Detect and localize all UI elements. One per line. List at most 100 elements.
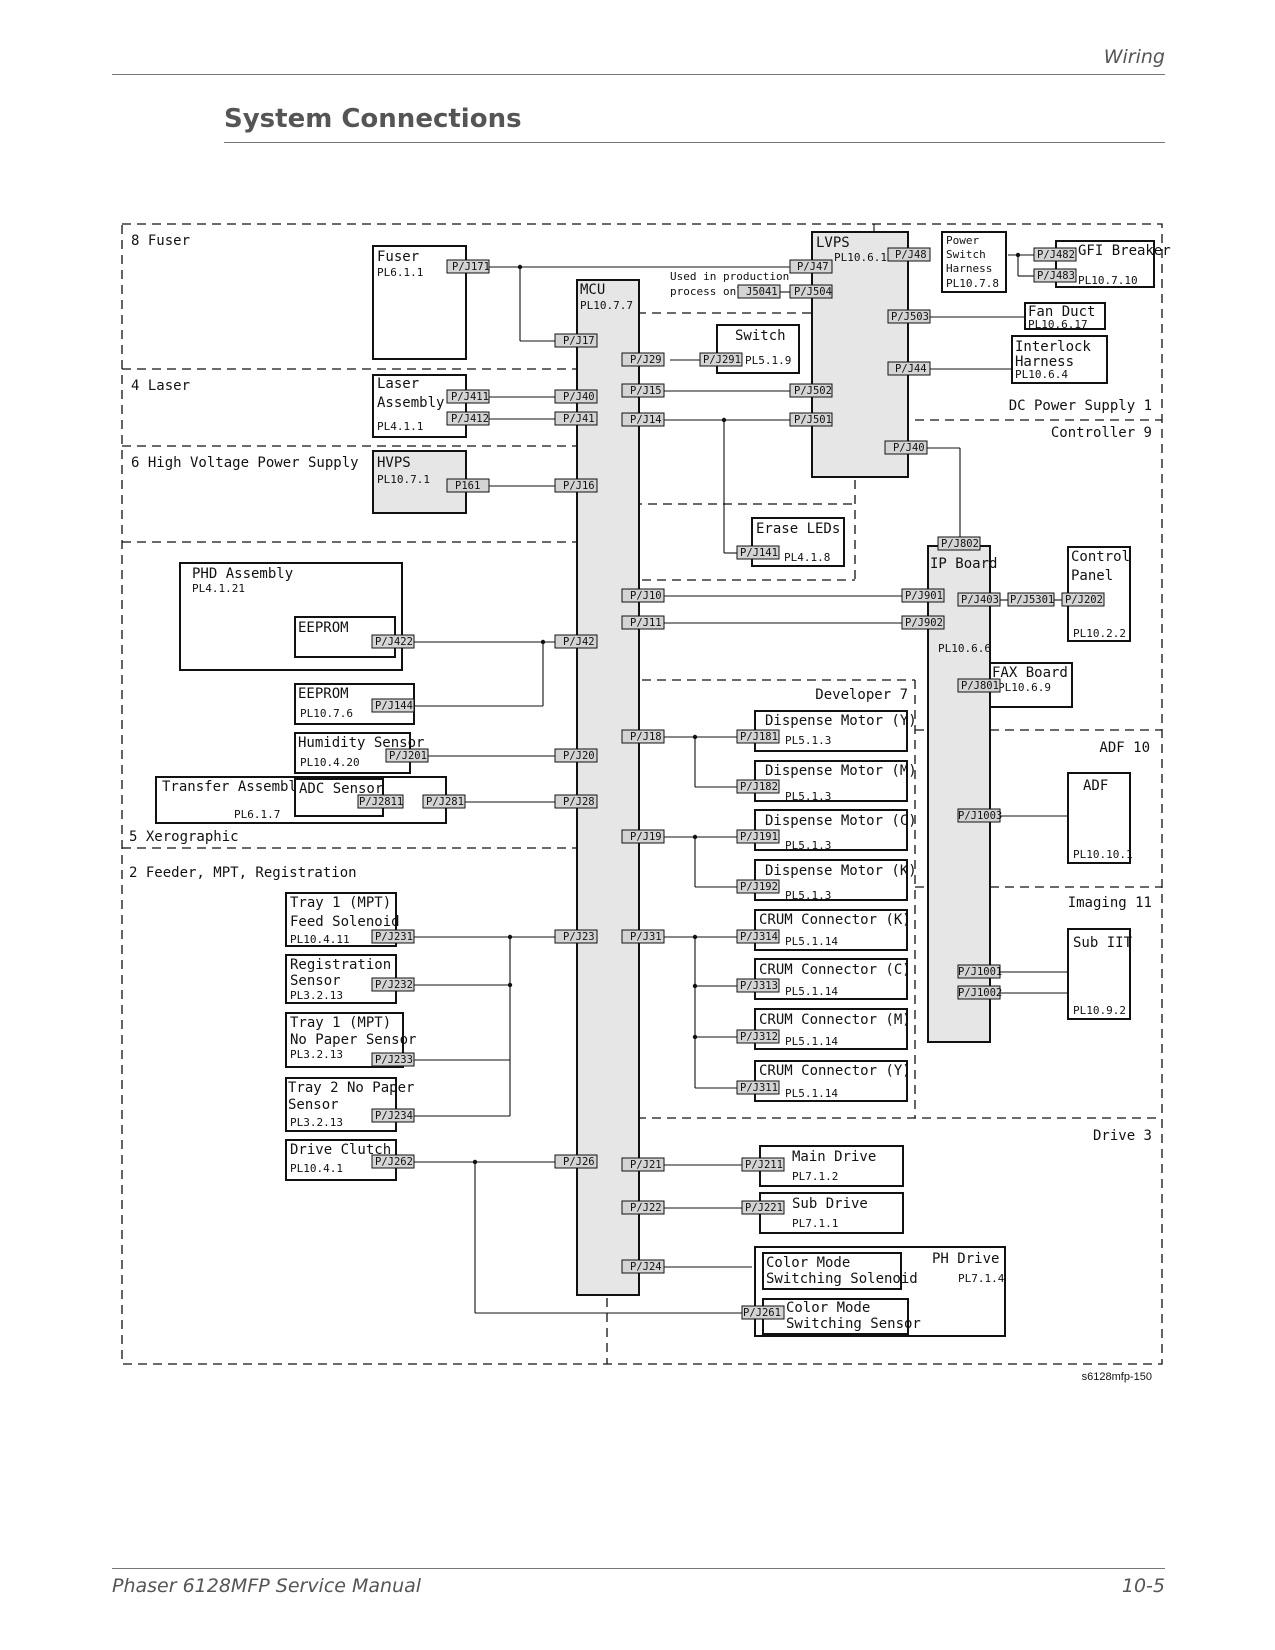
svg-text:P/J221: P/J221	[745, 1202, 783, 1214]
svg-text:P/J802: P/J802	[941, 538, 979, 550]
svg-text:P/J211: P/J211	[745, 1159, 783, 1171]
connector-pj422: P/J422	[371, 634, 415, 649]
interlock-name-2: Harness	[1015, 354, 1074, 370]
sub-iit-box: Sub IIT PL10.9.2	[1067, 928, 1133, 1020]
svg-text:P/J504: P/J504	[794, 286, 832, 298]
connector-pj313: P/J313	[736, 978, 780, 993]
svg-text:P/J262: P/J262	[375, 1156, 413, 1168]
laser-name-2: Assembly	[377, 395, 444, 411]
connector-pj19: P/J19	[621, 829, 665, 844]
connector-pj483: P/J483	[1033, 268, 1077, 283]
connector-pj47: P/J47	[789, 259, 833, 274]
svg-text:P/J42: P/J42	[563, 636, 595, 648]
fan-duct-box: Fan Duct PL10.6.17	[1024, 302, 1106, 331]
svg-text:P/J422: P/J422	[375, 636, 413, 648]
svg-text:P/J314: P/J314	[740, 931, 778, 943]
laser-pl: PL4.1.1	[377, 420, 423, 433]
region-label-developer: Developer 7	[815, 687, 908, 703]
connector-pj22: P/J22	[621, 1200, 665, 1215]
svg-text:P/J41: P/J41	[563, 413, 595, 425]
phd-pl: PL4.1.21	[192, 582, 245, 595]
dispense-motor-k-box: Dispense Motor (K) PL5.1.3	[754, 859, 917, 902]
fax-pl: PL10.6.9	[998, 681, 1051, 694]
crum-m-pl: PL5.1.14	[785, 1035, 838, 1048]
svg-text:P/J312: P/J312	[740, 1031, 778, 1043]
svg-text:P/J21: P/J21	[630, 1159, 662, 1171]
svg-text:P/J44: P/J44	[895, 363, 927, 375]
svg-text:P/J5301: P/J5301	[1010, 594, 1054, 606]
connector-pj40-mcu: P/J40	[554, 389, 598, 404]
cm-sensor-name-1: Color Mode	[786, 1300, 870, 1316]
connector-pj2811: P/J2811	[357, 794, 404, 809]
svg-text:P/J1001: P/J1001	[958, 966, 1002, 978]
svg-text:P/J17: P/J17	[563, 335, 595, 347]
svg-text:P/J291: P/J291	[703, 354, 741, 366]
crum-connector-m-box: CRUM Connector (M) PL5.1.14	[754, 1008, 911, 1050]
connector-pj40-lvps: P/J40	[884, 440, 928, 455]
region-label-controller: Controller 9	[1051, 425, 1152, 441]
connector-pj901: P/J901	[901, 588, 945, 603]
interlock-pl: PL10.6.4	[1015, 368, 1068, 381]
adf-box: ADF PL10.10.1	[1067, 772, 1133, 864]
svg-text:P/J902: P/J902	[905, 617, 943, 629]
connector-p161: P161	[446, 478, 490, 493]
svg-text:P/J482: P/J482	[1037, 249, 1075, 261]
tray1-no-paper-sensor-box: Tray 1 (MPT) No Paper Sensor PL3.2.13	[285, 1012, 416, 1068]
crum-y-pl: PL5.1.14	[785, 1087, 838, 1100]
switch-name: Switch	[735, 328, 786, 344]
mcu-board: MCU PL10.7.7	[576, 279, 640, 1296]
svg-text:P/J1002: P/J1002	[958, 987, 1002, 999]
svg-text:P/J48: P/J48	[895, 249, 927, 261]
sub-iit-pl: PL10.9.2	[1073, 1004, 1126, 1017]
connector-pj311: P/J311	[736, 1080, 780, 1095]
connector-pj201: P/J201	[385, 748, 429, 763]
transfer-pl: PL6.1.7	[234, 808, 280, 821]
svg-text:P/J22: P/J22	[630, 1202, 662, 1214]
region-label-xerographic: 5 Xerographic	[129, 829, 239, 845]
hvps-box: HVPS PL10.7.1	[372, 450, 467, 514]
connector-pj44: P/J44	[887, 361, 931, 376]
connector-pj503: P/J503	[887, 309, 931, 324]
tray2-no-paper-sensor-box: Tray 2 No Paper Sensor PL3.2.13	[285, 1077, 414, 1132]
fuser-pl: PL6.1.1	[377, 266, 423, 279]
svg-text:P/J15: P/J15	[630, 385, 662, 397]
svg-text:P/J483: P/J483	[1037, 270, 1075, 282]
disp-c-pl: PL5.1.3	[785, 839, 831, 852]
humidity-pl: PL10.4.20	[300, 756, 360, 769]
mcu-name: MCU	[580, 282, 605, 298]
fax-board-box: FAX Board PL10.6.9	[989, 662, 1073, 708]
power-switch-box: Power Switch Harness PL10.7.8	[941, 231, 1007, 293]
connector-pj181: P/J181	[736, 729, 780, 744]
connector-pj202: P/J202	[1061, 592, 1105, 607]
crum-m-name: CRUM Connector (M)	[759, 1012, 911, 1028]
connector-pj21: P/J21	[621, 1157, 665, 1172]
region-label-fuser: 8 Fuser	[131, 233, 190, 249]
footer-rule	[112, 1568, 1165, 1569]
wires	[403, 254, 1078, 1314]
connector-pj314: P/J314	[736, 929, 780, 944]
connector-pj502: P/J502	[789, 383, 833, 398]
svg-text:P/J40: P/J40	[893, 442, 925, 454]
svg-text:P/J144: P/J144	[375, 700, 413, 712]
eeprom2-name: EEPROM	[298, 686, 349, 702]
svg-text:P/J1003: P/J1003	[958, 810, 1002, 822]
svg-text:P/J141: P/J141	[740, 547, 778, 559]
svg-text:P/J28: P/J28	[563, 796, 595, 808]
svg-text:P/J11: P/J11	[630, 617, 662, 629]
connector-pj801: P/J801	[957, 678, 1001, 693]
junction-dots	[472, 252, 1021, 1165]
cm-sol-name-2: Switching Solenoid	[766, 1271, 918, 1287]
gfi-name: GFI Breaker	[1078, 243, 1171, 259]
power-switch-pl: PL10.7.8	[946, 277, 999, 290]
region-label-feeder: 2 Feeder, MPT, Registration	[129, 865, 357, 881]
svg-text:P/J40: P/J40	[563, 391, 595, 403]
ip-board-pl: PL10.6.6	[938, 642, 991, 655]
tray1-np-name-1: Tray 1 (MPT)	[290, 1015, 391, 1031]
crum-connector-k-box: CRUM Connector (K) PL5.1.14	[754, 909, 911, 951]
svg-text:P/J901: P/J901	[905, 590, 943, 602]
svg-text:P/J2811: P/J2811	[359, 796, 403, 808]
disp-k-name: Dispense Motor (K)	[765, 863, 917, 879]
connector-pj482: P/J482	[1033, 247, 1077, 262]
connector-pj281: P/J281	[422, 794, 466, 809]
connector-pj1001: P/J1001	[957, 964, 1002, 979]
